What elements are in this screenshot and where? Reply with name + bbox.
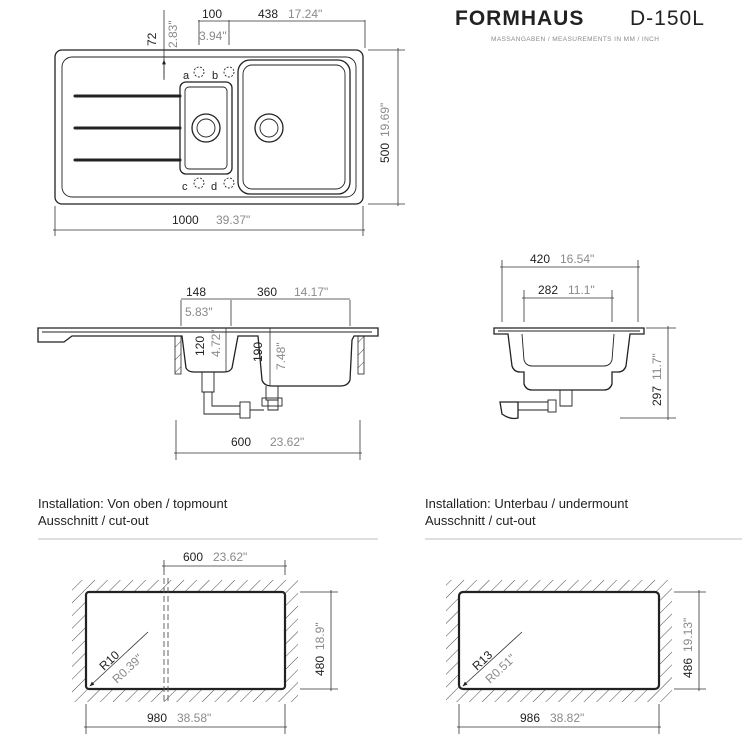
undermount-dim-486-inch: 19.13" xyxy=(681,618,695,652)
dim-100-inch: 3.94" xyxy=(199,29,227,43)
dim-600-inch: 23.62" xyxy=(270,435,304,449)
sink-outline xyxy=(54,49,364,205)
dim-282-mm: 282 xyxy=(538,283,558,297)
cabinet-wall-left xyxy=(174,335,182,375)
undermount-dim-486-mm: 486 xyxy=(681,658,695,678)
topmount-dim-980-inch: 38.58" xyxy=(177,711,211,725)
dim-360-inch: 14.17" xyxy=(294,285,328,299)
end-view: 420 16.54" 282 11.1" 297 11.7" xyxy=(493,252,676,420)
sink-profile xyxy=(37,327,379,387)
tap-hole-c xyxy=(193,177,205,189)
topmount-dim-600-mm: 600 xyxy=(183,550,203,564)
topmount-title: Installation: Von oben / topmount xyxy=(38,496,228,511)
end-profile xyxy=(493,327,645,391)
dim-100-mm: 100 xyxy=(202,7,222,21)
small-bowl-inner xyxy=(184,86,228,170)
hole-label-c: c xyxy=(182,181,188,193)
main-bowl-drain-inner xyxy=(259,118,279,138)
dim-190-inch: 7.48" xyxy=(274,342,288,370)
install-headings: Installation: Von oben / topmount Aussch… xyxy=(38,496,742,540)
dim-120-mm: 120 xyxy=(193,336,207,356)
main-bowl xyxy=(237,59,351,195)
dim-420-mm: 420 xyxy=(530,252,550,266)
dim-148-inch: 5.83" xyxy=(185,305,213,319)
dim-438-inch: 17.24" xyxy=(288,7,322,21)
undermount-title: Installation: Unterbau / undermount xyxy=(425,496,628,511)
dim-148-mm: 148 xyxy=(186,285,206,299)
dim-72-mm: 72 xyxy=(145,32,159,46)
side-view: 148 5.83" 360 14.17" 120 4.72" 190 7.48"… xyxy=(37,285,379,460)
topmount-cutout-drawing: R10 R0.39" 600 23.62" 480 18.9" 980 38.5… xyxy=(72,550,338,734)
dim-600-mm: 600 xyxy=(231,435,251,449)
dim-500-inch: 19.69" xyxy=(378,103,392,137)
main-bowl-drain xyxy=(254,113,284,143)
dim-190-mm: 190 xyxy=(251,342,265,362)
small-bowl-drain-inner xyxy=(196,118,216,138)
dim-420-inch: 16.54" xyxy=(560,252,594,266)
topmount-cutout: Ausschnitt / cut-out xyxy=(38,513,149,528)
topmount-dim-600-inch: 23.62" xyxy=(213,550,247,564)
main-bowl-inner xyxy=(242,64,346,190)
dim-500-mm: 500 xyxy=(378,143,392,163)
topmount-cutout-outline xyxy=(84,590,287,691)
dim-297-inch: 11.7" xyxy=(650,353,664,380)
cabinet-wall-right xyxy=(357,335,365,375)
dim-1000-inch: 39.37" xyxy=(216,213,250,227)
dim-360-mm: 360 xyxy=(257,285,277,299)
brand-model: D-150L xyxy=(630,7,705,30)
undermount-cutout-outline xyxy=(457,590,661,691)
hole-label-a: a xyxy=(183,70,190,82)
small-bowl-drain xyxy=(191,113,221,143)
dim-1000-mm: 1000 xyxy=(172,213,199,227)
undermount-cutout-drawing: R13 R0.51" 486 19.13" 986 38.82" xyxy=(446,580,706,734)
brand-header: FORMHAUS D-150L MASSANGABEN / MEASUREMEN… xyxy=(455,7,705,43)
tap-hole-b xyxy=(223,66,235,78)
tap-hole-d xyxy=(223,177,235,189)
dim-120-inch: 4.72" xyxy=(209,329,223,357)
small-bowl xyxy=(179,81,233,175)
undermount-dim-986-mm: 986 xyxy=(520,711,540,725)
topmount-dim-480-mm: 480 xyxy=(313,656,327,676)
dim-297-mm: 297 xyxy=(650,386,664,406)
topmount-dim-980-mm: 980 xyxy=(147,711,167,725)
hole-label-d: d xyxy=(211,181,217,193)
tap-hole-a xyxy=(193,66,205,78)
dim-282-inch: 11.1" xyxy=(568,283,595,297)
sink-rim xyxy=(61,56,357,198)
topmount-dim-480-inch: 18.9" xyxy=(313,622,327,650)
top-view: a b c d 100 3.94" 438 17.24" 72 2.83" 50… xyxy=(53,7,405,236)
brand-subtitle: MASSANGABEN / MEASUREMENTS IN MM / INCH xyxy=(491,36,659,43)
undermount-dim-986-inch: 38.82" xyxy=(550,711,584,725)
brand-name: FORMHAUS xyxy=(455,7,584,30)
dim-72-inch: 2.83" xyxy=(166,20,180,48)
dim-438-mm: 438 xyxy=(258,7,278,21)
hole-label-b: b xyxy=(212,70,218,82)
undermount-cutout: Ausschnitt / cut-out xyxy=(425,513,536,528)
